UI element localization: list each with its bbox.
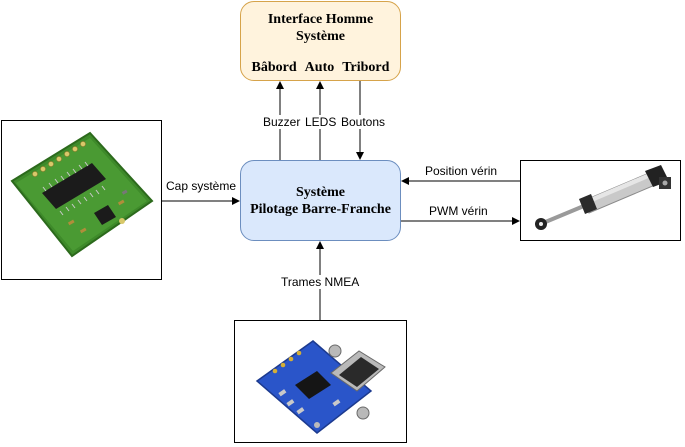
label-nmea: Trames NMEA: [281, 275, 360, 289]
label-buzzer: Buzzer: [263, 115, 301, 129]
linear-actuator-illustration: [535, 165, 671, 230]
gps-serial-module-image: [234, 320, 407, 443]
hmi-button-tribord: Tribord: [342, 60, 390, 75]
hmi-box: Interface Homme Système Bâbord Auto Trib…: [240, 1, 401, 81]
label-leds: LEDS: [305, 115, 337, 129]
label-pwm: PWM vérin: [429, 204, 488, 218]
hmi-button-babord: Bâbord: [251, 60, 297, 75]
hmi-button-row: Bâbord Auto Tribord: [252, 59, 390, 76]
system-title-line1: Système: [296, 184, 345, 200]
serial-module-illustration: [255, 340, 386, 434]
label-boutons: Boutons: [341, 115, 386, 129]
hmi-title-line1: Interface Homme: [267, 12, 374, 27]
label-cap: Cap système: [166, 179, 237, 193]
compass-pcb-illustration: [10, 131, 154, 258]
label-position: Position vérin: [425, 164, 498, 178]
hmi-title-line2: Système: [296, 29, 345, 44]
actuator-image: [520, 160, 681, 241]
hmi-button-auto: Auto: [304, 60, 335, 75]
system-title-line2: Pilotage Barre-Franche: [250, 201, 391, 217]
compass-module-image: [1, 120, 162, 280]
system-box: Système Pilotage Barre-Franche: [240, 160, 401, 241]
